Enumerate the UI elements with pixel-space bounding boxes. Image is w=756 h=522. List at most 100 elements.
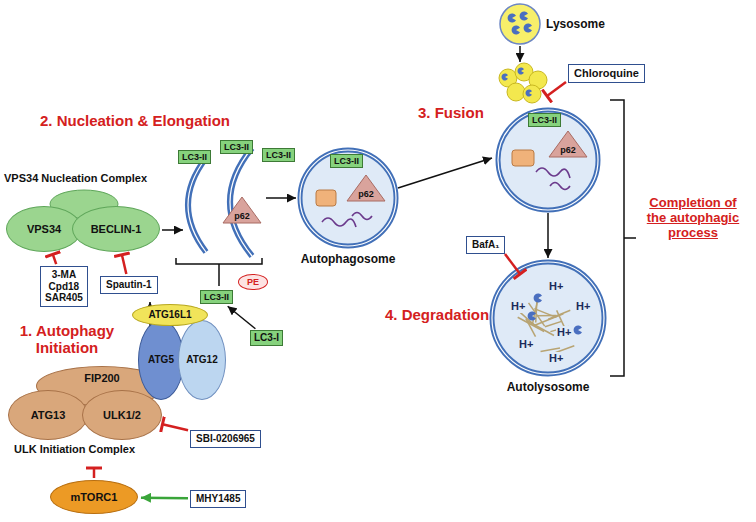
svg-circle [492,262,604,374]
node-text: LC3-II [182,152,207,162]
bracket [610,100,636,376]
inhibition-line [505,254,520,274]
complex-oval: VPS34 [6,206,82,252]
svg-path [188,158,206,252]
svg-circle [500,4,540,44]
node-text: p62 [358,189,374,199]
node-text: ULK1/2 [103,409,141,422]
node-text: LC3-II [224,142,249,152]
complex-oval: ATG13 [8,390,88,440]
node-text: BafA₁ [472,239,499,251]
lipid-oval: PE [238,274,268,290]
node-text: p62 [560,145,576,155]
proton-label: H+ [548,280,564,293]
svg-path [536,168,570,190]
proton-label: H+ [556,326,572,339]
svg-circle [498,110,598,210]
svg-line [548,310,570,319]
node-text: PE [247,277,259,287]
lysosome-cluster [499,63,547,103]
node-text: SBI-0206965 [196,433,255,445]
lc3-box: LC3-II [528,113,561,127]
node-text: 3-MA Cpd18 SAR405 [45,269,83,304]
lc3-box: LC3-II [178,150,211,164]
autophagosome-circle: AutophagosomeLC3-IIp62 [300,150,396,246]
proton-label: H+ [575,300,591,313]
svg-line [398,158,492,188]
svg-rect [316,190,336,206]
svg-line [527,321,554,336]
node-text: ATG5 [148,354,174,366]
p62-triangle: p62 [346,174,386,202]
drug-box: Spautin-1 [100,276,158,294]
bracket-note: Completion of the autophagic process [640,196,746,241]
svg-path [520,12,528,21]
svg-path [508,13,516,22]
enzymes [501,68,532,97]
node-text: p62 [234,211,250,221]
svg-path [528,311,536,320]
svg-path [517,68,524,75]
drug-box: SBI-0206965 [190,430,261,448]
vesicle-label: Autolysosome [507,380,590,394]
node-text: LC3-II [204,292,229,302]
svg-line [547,213,549,258]
vesicle-label: Autophagosome [301,252,396,266]
svg-path [188,158,206,252]
node-text: ATG16L1 [148,309,191,321]
step-heading: 2. Nucleation & Elongation [40,112,230,129]
node-text: VPS34 [27,223,61,236]
fusion-vesicle [498,110,598,210]
connector [228,306,256,329]
node-text: LC3-II [266,150,291,160]
svg-circle [300,150,396,246]
svg-polygon [223,197,261,223]
kinase-oval: mTORC1 [50,480,138,514]
p62-triangle: p62 [222,196,262,224]
lc3-box: LC3-I [250,330,283,346]
step-heading: 1. Autophagy Initiation [8,322,126,357]
svg-path [574,325,582,334]
lysosome-circle: Lysosome [500,4,540,44]
complex-label: ULK Initiation Complex [14,443,135,456]
proton-label: H+ [518,338,534,351]
complex-oval: BECLIN-1 [72,206,160,252]
svg-circle [492,262,604,374]
svg-path [512,26,520,35]
svg-polygon [549,131,587,157]
svg-rect [512,150,534,166]
node-text: Chloroquine [574,67,639,80]
svg-path [501,73,508,80]
inhibition-line [547,82,566,96]
vesicle-label: Lysosome [546,17,605,31]
svg-polygon [347,175,385,201]
complex-oval: ULK1/2 [82,390,162,440]
drug-box: Chloroquine [568,64,645,83]
svg-line [162,229,183,231]
drug-box: 3-MA Cpd18 SAR405 [40,266,88,307]
proton-label: H+ [510,300,526,313]
svg-line [541,348,560,352]
arrow [519,46,521,62]
lc3-box: LC3-II [330,154,363,168]
svg-circle [498,110,598,210]
autophagosome-vesicle [300,150,396,246]
svg-path [524,24,532,33]
svg-path [534,293,542,302]
svg-circle [300,150,396,246]
connector [162,424,188,430]
svg-g [528,293,582,334]
node-text: ATG13 [31,409,66,422]
proton-label: H+ [548,352,564,365]
p62-triangle: p62 [548,130,588,158]
node-text: LC3-I [254,332,279,344]
node-text: Spautin-1 [106,279,152,291]
svg-path [322,213,372,228]
node-text: FIP200 [84,372,119,385]
svg-g [508,12,532,35]
connector [53,254,56,264]
lc3-box: LC3-II [262,148,295,162]
svg-circle [507,83,525,101]
